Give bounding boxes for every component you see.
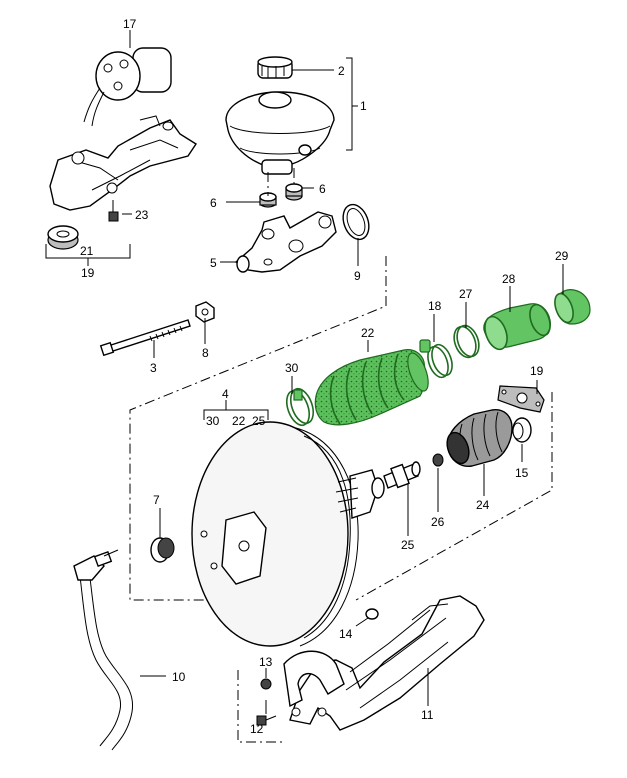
part-19-plate: [497, 385, 545, 413]
callout-6-right: 6: [319, 182, 326, 196]
part-26-nut: [432, 453, 444, 467]
part-25-pushrod: [383, 461, 421, 489]
callout-4-sub-22: 22: [232, 414, 246, 428]
part-1-reservoir: [225, 91, 335, 175]
part-22-boot: [314, 349, 429, 426]
callout-18: 18: [428, 299, 442, 313]
callout-27: 27: [459, 287, 473, 301]
callout-11: 11: [421, 708, 434, 722]
part-18-clamp: [419, 339, 453, 379]
callout-14: 14: [339, 627, 353, 641]
part-30-clamp: [285, 387, 315, 427]
callout-labels: 17 2 1 6 6 23 21 19 5 9 3 8 22 18 27 28 …: [80, 17, 569, 736]
callout-19-group: 19: [81, 266, 95, 280]
callout-6-left: 6: [210, 196, 217, 210]
part-21-grommet: [47, 225, 79, 250]
part-8-nut: [195, 301, 215, 323]
callout-3: 3: [150, 361, 157, 375]
callout-1: 1: [360, 99, 367, 113]
part-29-end-piece: [554, 289, 591, 325]
callout-4-sub-25: 25: [252, 414, 266, 428]
callout-23: 23: [135, 208, 149, 222]
callout-25: 25: [401, 538, 415, 552]
part-2-cap: [257, 56, 293, 79]
callout-10: 10: [172, 670, 186, 684]
callout-29: 29: [555, 249, 569, 263]
callout-21: 21: [80, 244, 94, 258]
callout-12: 12: [250, 722, 264, 736]
part-6-seal-right: [285, 183, 303, 201]
callout-30: 30: [285, 361, 299, 375]
part-9-oring: [342, 203, 370, 241]
part-4-brake-booster: [191, 421, 385, 647]
callout-4-sub-30: 30: [206, 414, 220, 428]
part-14-nut: [365, 608, 379, 620]
callout-5: 5: [210, 256, 217, 270]
part-13-nut: [260, 678, 272, 690]
part-3-bolt: [99, 319, 191, 357]
callout-15: 15: [515, 466, 529, 480]
part-24-boot: [446, 409, 513, 467]
assembly-outline: [355, 392, 553, 601]
part-28-tube: [483, 303, 551, 351]
callout-26: 26: [431, 515, 445, 529]
callout-13: 13: [259, 655, 273, 669]
part-12-bolt: [256, 715, 277, 726]
callout-17: 17: [123, 17, 137, 31]
part-6-seal-left: [259, 192, 277, 208]
leader-lines: [103, 69, 564, 714]
part-23-bolt: [108, 200, 132, 222]
assembly-outline: [129, 256, 387, 601]
part-10-vacuum-hose: [73, 551, 134, 751]
callout-7: 7: [153, 493, 160, 507]
part-27-ring: [453, 324, 480, 359]
part-17-sensor: [83, 30, 172, 127]
callout-22: 22: [361, 326, 375, 340]
assembly-outline: [237, 670, 282, 743]
part-19-bracket: [49, 115, 197, 211]
callout-8: 8: [202, 346, 209, 360]
part-11-pedal-bracket: [283, 595, 485, 731]
part-5-master-cylinder: [234, 211, 337, 273]
callout-4: 4: [222, 387, 229, 401]
part-7-grommet: [150, 537, 175, 563]
callout-2: 2: [338, 64, 345, 78]
callout-24: 24: [476, 498, 490, 512]
part-15-ring: [512, 417, 532, 443]
callout-9: 9: [354, 269, 361, 283]
callout-28: 28: [502, 272, 516, 286]
callout-19: 19: [530, 364, 544, 378]
group-bracket-1: [346, 57, 353, 151]
